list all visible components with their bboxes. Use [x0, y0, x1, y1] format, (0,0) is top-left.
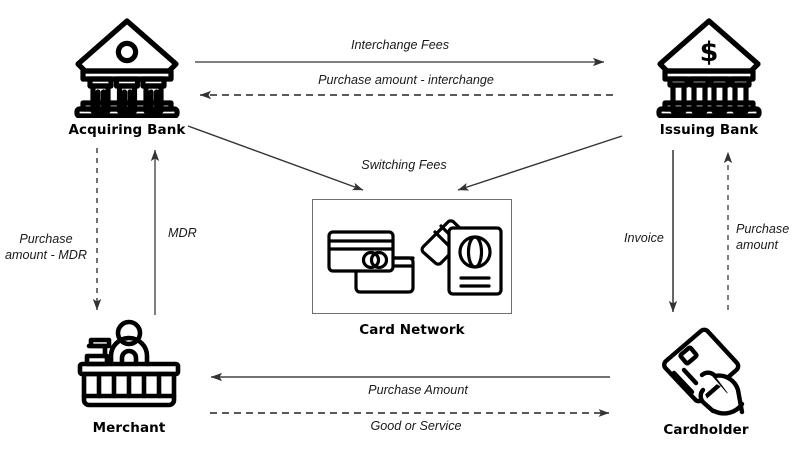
edge-label-invoice: Invoice: [624, 231, 664, 245]
svg-text:$: $: [700, 37, 719, 68]
node-label-acquiring-bank: Acquiring Bank: [68, 122, 186, 138]
credit-cards-icon: [327, 219, 503, 296]
hand-holding-card-icon: [646, 318, 766, 418]
edge-label-interchange-fees: Interchange Fees: [350, 38, 450, 52]
edge-label-switching-fees: Switching Fees: [361, 158, 447, 172]
node-cardholder[interactable]: Cardholder: [636, 318, 776, 438]
node-label-issuing-bank: Issuing Bank: [659, 122, 759, 138]
node-acquiring-bank[interactable]: Acquiring Bank: [62, 14, 192, 138]
edge-label-purchase-amount-minus-mdr: Purchase amount - MDR: [0, 232, 92, 263]
edge-switching-fees-left-line: [187, 125, 364, 191]
edge-label-purchase-minus-interchange: Purchase amount - interchange: [318, 73, 494, 87]
node-merchant[interactable]: Merchant: [62, 316, 196, 436]
merchant-counter-icon: [73, 316, 185, 416]
card-network-box[interactable]: [312, 199, 512, 314]
node-card-network: Card Network: [342, 318, 482, 338]
edge-label-good-or-service: Good or Service: [370, 419, 462, 433]
node-label-cardholder: Cardholder: [663, 422, 749, 438]
edge-label-purchase-amount-minus-mdr-line2: amount - MDR: [5, 247, 87, 262]
bank-dollar-icon: $: [652, 14, 766, 119]
edge-switching-fees-right-line: [457, 135, 623, 191]
edge-label-purchase-amount-right: Purchase amount: [736, 222, 800, 253]
node-label-merchant: Merchant: [92, 420, 166, 436]
edge-label-purchase-amount-minus-mdr-line1: Purchase: [19, 232, 73, 246]
node-issuing-bank[interactable]: $ Issuing Bank: [645, 14, 773, 138]
node-label-card-network: Card Network: [359, 322, 465, 338]
bank-columns-icon: [70, 14, 184, 119]
edge-label-purchase-amount-right-line1: Purchase: [736, 222, 790, 236]
edge-label-purchase-amount-bottom: Purchase Amount: [368, 383, 468, 397]
edge-label-purchase-amount-right-line2: amount: [736, 237, 779, 252]
edge-label-mdr: MDR: [168, 226, 197, 240]
